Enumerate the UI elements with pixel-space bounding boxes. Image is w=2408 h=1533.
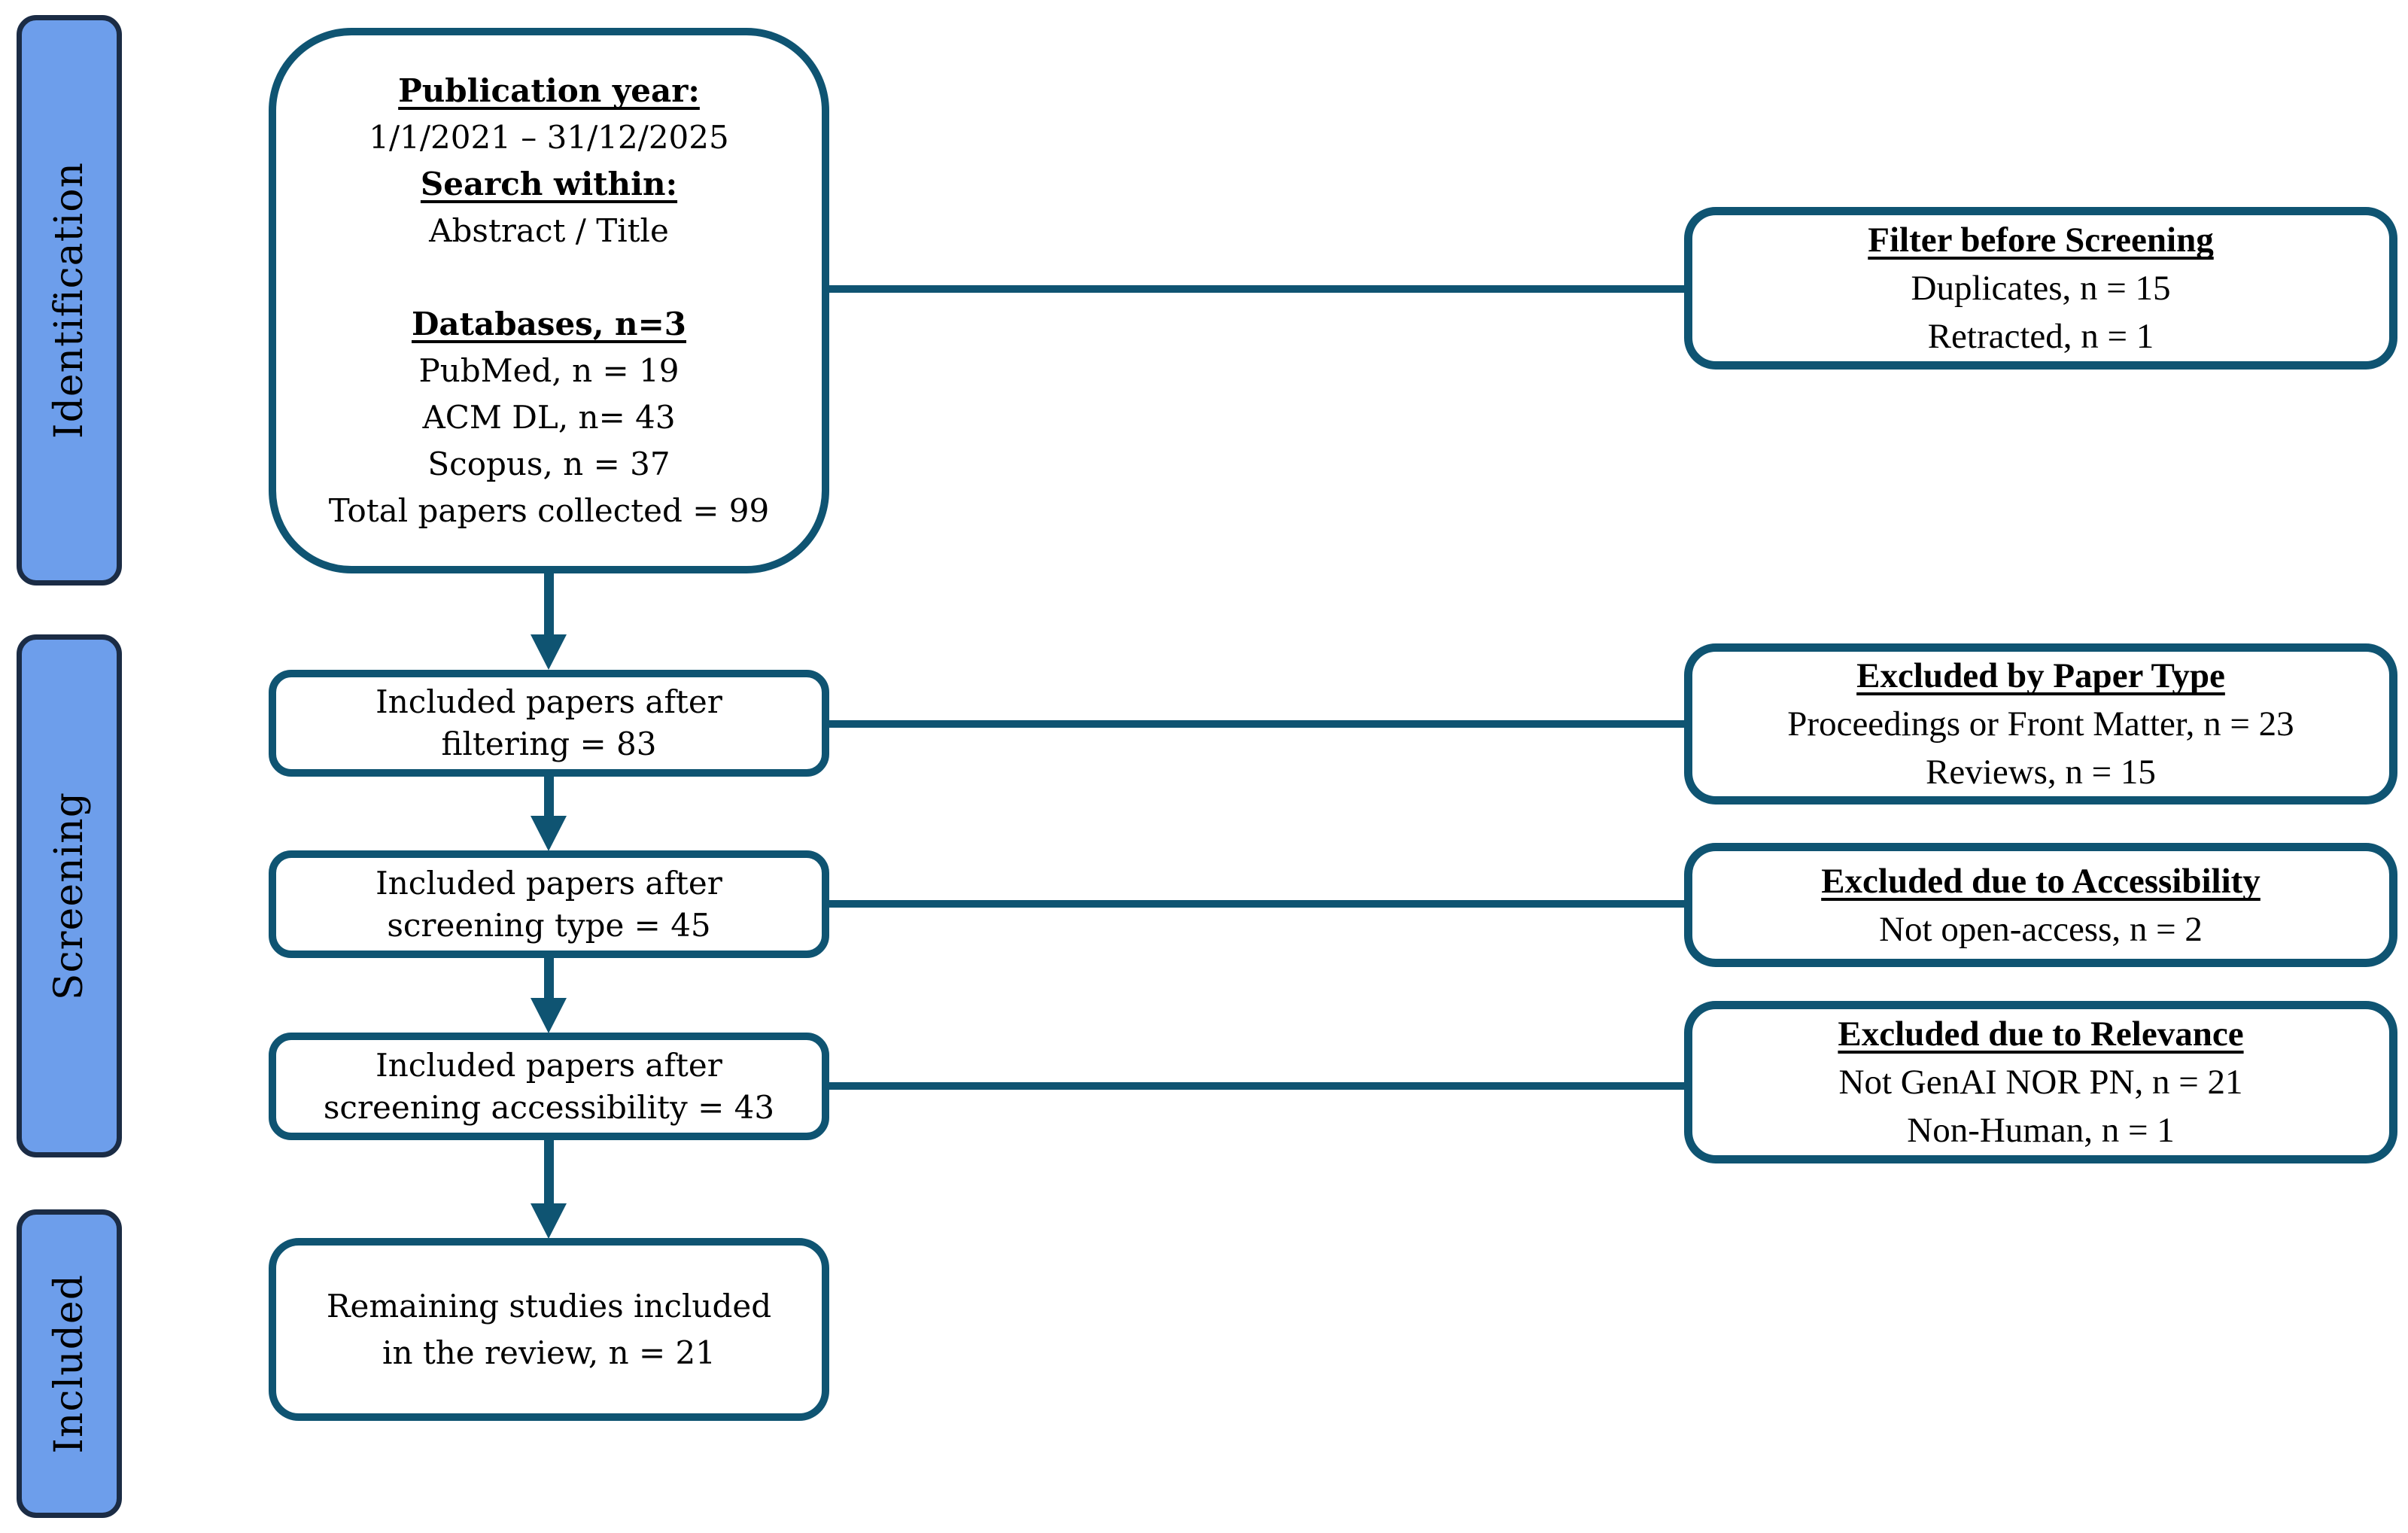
arrow-stem — [544, 956, 554, 999]
database-count-pubmed: PubMed, n = 19 — [418, 351, 680, 389]
excluded-by-paper-type-box: Excluded by Paper Type Proceedings or Fr… — [1684, 643, 2397, 805]
arrow-stem — [544, 567, 554, 636]
search-within-heading: Search within: — [420, 165, 678, 202]
reviews-count: Reviews, n = 15 — [1926, 753, 2156, 792]
included-after-screening-accessibility-box: Included papers after screening accessib… — [269, 1033, 829, 1140]
excluded-due-to-relevance-box: Excluded due to Relevance Not GenAI NOR … — [1684, 1001, 2397, 1163]
included-after-screening-accessibility-line1: Included papers after — [375, 1046, 722, 1084]
arrow-stem — [544, 774, 554, 817]
stage-identification-label: Identification — [47, 162, 92, 439]
connector-screening-type-to-accessibility — [825, 900, 1689, 908]
included-after-filtering-line1: Included papers after — [375, 683, 722, 720]
included-after-filtering-line2: filtering = 83 — [441, 725, 657, 762]
connector-identification-to-filter — [825, 285, 1689, 293]
stage-included-label: Included — [47, 1273, 92, 1454]
arrow-down-icon — [531, 634, 567, 670]
stage-included: Included — [17, 1209, 122, 1518]
excluded-due-to-accessibility-box: Excluded due to Accessibility Not open-a… — [1684, 843, 2397, 967]
publication-year-heading: Publication year: — [398, 71, 700, 109]
excluded-by-paper-type-title: Excluded by Paper Type — [1856, 656, 2225, 695]
stage-screening: Screening — [17, 634, 122, 1157]
remaining-studies-line1: Remaining studies included — [326, 1287, 772, 1325]
included-after-screening-type-line1: Included papers after — [375, 864, 722, 902]
arrow-stem — [544, 1138, 554, 1204]
remaining-studies-box: Remaining studies included in the review… — [269, 1238, 829, 1421]
included-after-screening-accessibility-line2: screening accessibility = 43 — [323, 1088, 775, 1126]
database-count-scopus: Scopus, n = 37 — [427, 445, 670, 482]
proceedings-front-matter-count: Proceedings or Front Matter, n = 23 — [1787, 704, 2294, 744]
excluded-due-to-accessibility-title: Excluded due to Accessibility — [1821, 861, 2261, 901]
arrow-down-icon — [531, 998, 567, 1033]
remaining-studies-line2: in the review, n = 21 — [382, 1334, 716, 1371]
retracted-count: Retracted, n = 1 — [1927, 317, 2154, 356]
included-after-screening-type-box: Included papers after screening type = 4… — [269, 850, 829, 958]
filter-before-screening-box: Filter before Screening Duplicates, n = … — [1684, 207, 2397, 370]
filter-before-screening-title: Filter before Screening — [1868, 221, 2214, 260]
publication-year-range: 1/1/2021 – 31/12/2025 — [369, 118, 729, 156]
included-after-filtering-box: Included papers after filtering = 83 — [269, 670, 829, 777]
stage-identification: Identification — [17, 15, 122, 586]
identification-search-box: Publication year: 1/1/2021 – 31/12/2025 … — [269, 28, 829, 573]
stage-screening-label: Screening — [47, 791, 92, 1001]
arrow-down-icon — [531, 1203, 567, 1239]
arrow-down-icon — [531, 816, 567, 851]
database-count-acmdl: ACM DL, n= 43 — [422, 398, 676, 436]
connector-accessibility-to-relevance — [825, 1082, 1689, 1090]
duplicates-count: Duplicates, n = 15 — [1911, 269, 2171, 308]
non-human-count: Non-Human, n = 1 — [1907, 1111, 2175, 1150]
total-papers-collected: Total papers collected = 99 — [328, 491, 770, 529]
search-within-value: Abstract / Title — [429, 211, 669, 249]
not-genai-nor-pn-count: Not GenAI NOR PN, n = 21 — [1838, 1063, 2243, 1102]
excluded-due-to-relevance-title: Excluded due to Relevance — [1838, 1014, 2244, 1054]
connector-filtering-to-paper-type — [825, 720, 1689, 728]
included-after-screening-type-line2: screening type = 45 — [387, 906, 711, 944]
not-open-access-count: Not open-access, n = 2 — [1879, 909, 2203, 949]
databases-heading: Databases, n=3 — [411, 305, 687, 342]
